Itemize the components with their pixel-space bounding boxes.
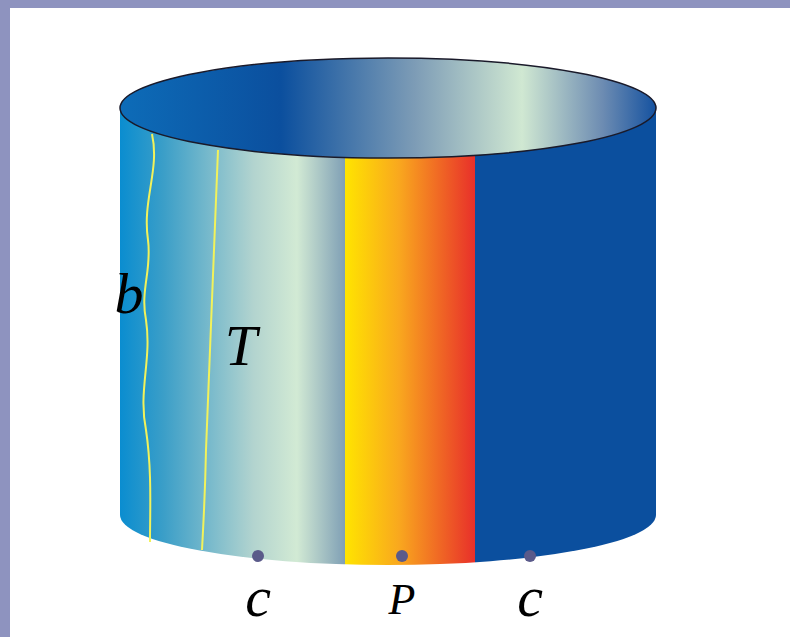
band-label: T [225,317,257,375]
band-label: b [115,265,144,323]
point-label: c [245,568,271,626]
point-label: P [389,578,416,622]
point-label: c [517,568,543,626]
